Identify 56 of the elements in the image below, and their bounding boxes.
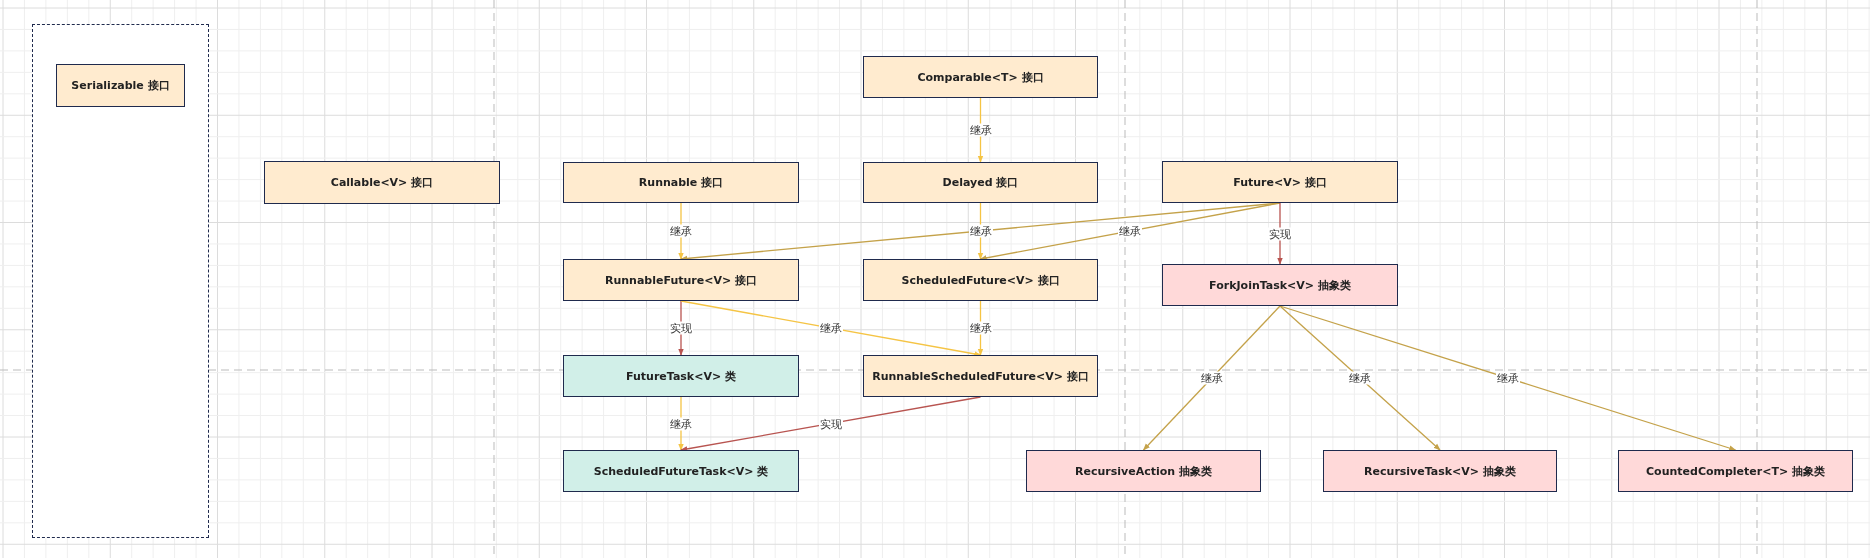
- arrow: [977, 97, 984, 163]
- class-name: ScheduledFuture<V> 接口: [901, 272, 1060, 288]
- arrow: [1142, 305, 1281, 451]
- class-box: [56, 64, 185, 107]
- class-box: [1026, 450, 1261, 492]
- class-box: [863, 259, 1098, 301]
- edge-label: 实现: [818, 417, 843, 430]
- edge-label: 继承: [968, 123, 993, 137]
- edge-label: 实现: [669, 321, 693, 335]
- edge-label: 继承: [818, 321, 843, 335]
- class-box: [1162, 161, 1398, 203]
- class-box: [863, 355, 1098, 397]
- class-name: ScheduledFutureTask<V> 类: [593, 463, 769, 479]
- class-name: FutureTask<V> 类: [626, 368, 736, 384]
- class-box: [1323, 450, 1557, 492]
- class-name: Serializable 接口: [71, 78, 170, 93]
- class-name: RecursiveAction 抽象类: [1075, 463, 1212, 479]
- arrow: [1277, 202, 1283, 265]
- class-name: Runnable 接口: [638, 175, 724, 190]
- class-box: [1618, 450, 1853, 492]
- class-box: [863, 56, 1098, 98]
- edge-label: 继承: [1495, 371, 1520, 385]
- arrow: [1279, 305, 1441, 451]
- edge-label: 继承: [968, 321, 993, 335]
- class-box: [563, 162, 799, 203]
- class-name: Comparable<T> 接口: [917, 69, 1044, 85]
- class-name: Callable<V> 接口: [330, 175, 434, 190]
- arrow: [1279, 305, 1737, 451]
- edge-label: 继承: [1199, 371, 1224, 385]
- arrow: [680, 396, 982, 452]
- class-box: [264, 161, 500, 204]
- arrow: [678, 300, 684, 356]
- class-name: Delayed 接口: [942, 175, 1019, 190]
- group-frame: [32, 24, 209, 538]
- arrow: [979, 202, 1281, 261]
- class-box: [563, 355, 799, 397]
- edge-label: 继承: [669, 417, 693, 430]
- class-box: [563, 259, 799, 301]
- class-name: ForkJoinTask<V> 抽象类: [1209, 277, 1351, 293]
- class-name: Future<V> 接口: [1233, 174, 1327, 190]
- class-box: [563, 450, 799, 492]
- edge-label: 继承: [1348, 371, 1372, 385]
- edge-label: 继承: [1118, 224, 1143, 238]
- class-name: RunnableScheduledFuture<V> 接口: [872, 368, 1089, 384]
- arrow: [678, 396, 684, 451]
- class-box: [863, 162, 1098, 203]
- class-name: CountedCompleter<T> 抽象类: [1646, 463, 1825, 479]
- arrow: [678, 202, 684, 260]
- edge-label: 继承: [968, 224, 993, 238]
- class-box: [1162, 264, 1398, 306]
- arrow: [680, 300, 982, 357]
- edge-label: 实现: [1268, 227, 1292, 240]
- arrow: [977, 300, 984, 356]
- class-name: RunnableFuture<V> 接口: [604, 272, 757, 288]
- class-name: RecursiveTask<V> 抽象类: [1364, 463, 1516, 479]
- edge-label: 继承: [669, 224, 693, 238]
